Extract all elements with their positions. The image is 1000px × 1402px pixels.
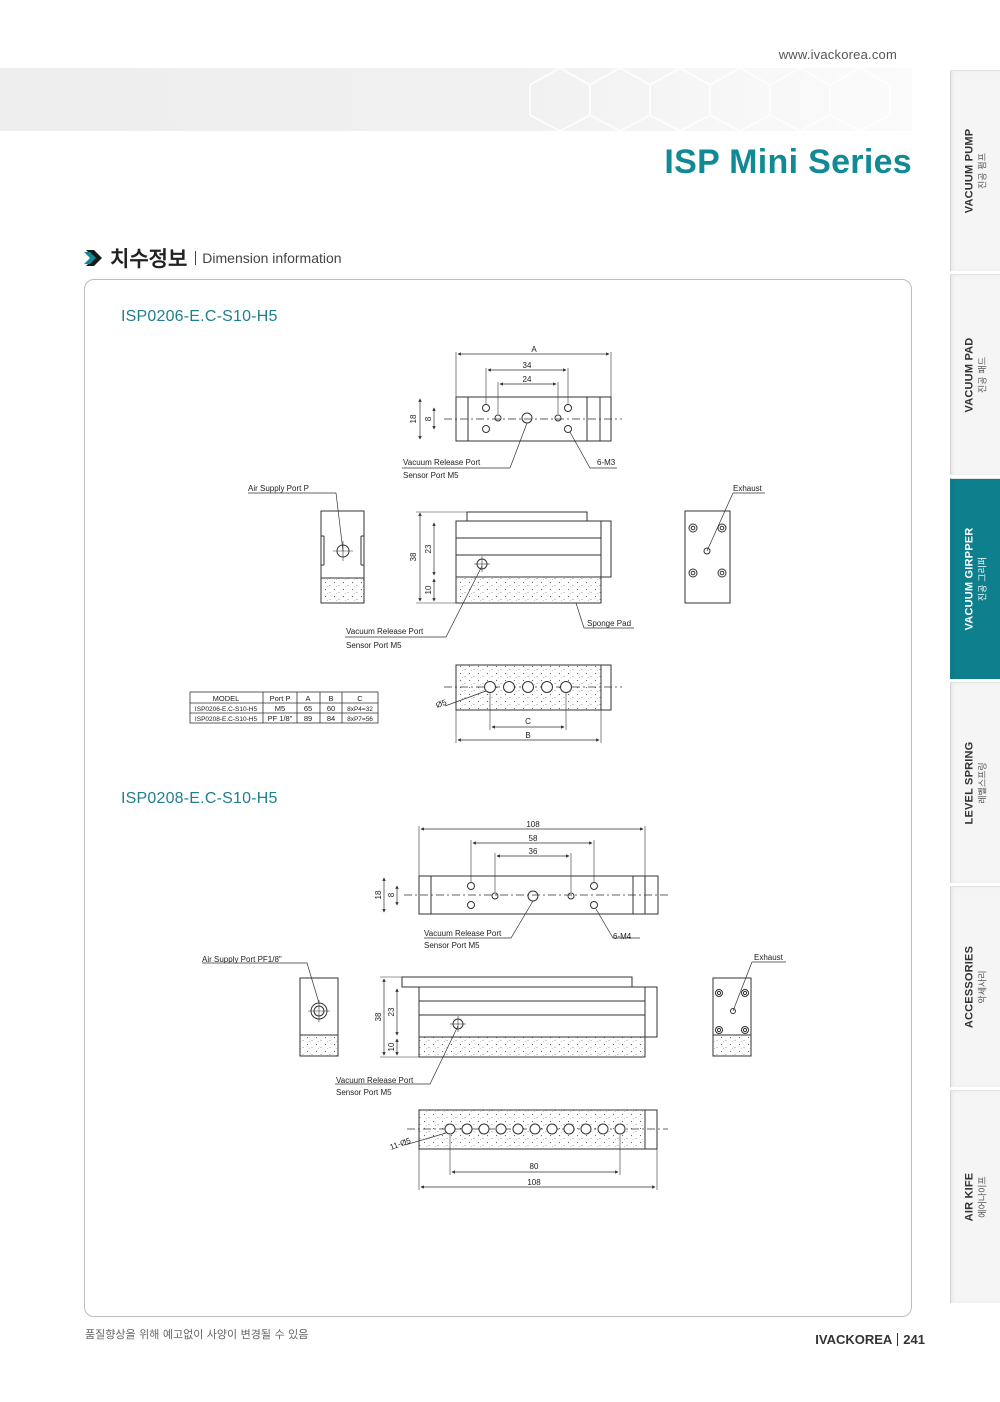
website-url[interactable]: www.ivackorea.com — [778, 47, 897, 62]
m2-dim-108: 108 — [526, 820, 540, 829]
m2-right-view — [712, 961, 786, 1057]
section-heading: 치수정보 Dimension information — [84, 243, 342, 273]
tab-label-ko: 진공 펌프 — [978, 153, 989, 189]
section-title-ko: 치수정보 — [110, 247, 188, 271]
footer-note: 품질향상을 위해 예고없이 사양이 변경될 수 있음 — [85, 1328, 309, 1341]
table-cell: 8xP4=32 — [347, 706, 373, 713]
m1-dim-23: 23 — [424, 544, 433, 553]
m1-dim-b: B — [525, 731, 530, 740]
m1-dim-24: 24 — [523, 375, 532, 384]
m2-sensor-port-label: Sensor Port M5 — [424, 941, 480, 950]
tab-label-en: ACCESSORIES — [963, 945, 976, 1029]
m2-dim-108-b: 108 — [527, 1178, 541, 1187]
series-title: ISP Mini Series — [664, 143, 912, 181]
m2-dim-18: 18 — [374, 890, 383, 899]
header-banner — [0, 68, 912, 131]
footer-divider — [897, 1333, 899, 1346]
m2-dim-38: 38 — [374, 1012, 383, 1021]
table-cell: 65 — [304, 704, 312, 713]
table-header-a: A — [305, 694, 310, 703]
m1-dim-8: 8 — [424, 416, 433, 421]
m1-sensor-port-label-2: Sensor Port M5 — [346, 641, 402, 650]
m1-exhaust-label: Exhaust — [733, 484, 763, 493]
m2-top-view — [382, 826, 670, 939]
m2-dim-10: 10 — [387, 1042, 396, 1051]
m2-dim-23: 23 — [387, 1007, 396, 1016]
m1-dim-10: 10 — [424, 585, 433, 594]
m2-sensor-port-label-2: Sensor Port M5 — [336, 1088, 392, 1097]
m1-left-view — [248, 492, 365, 604]
tab-label-en: VACUUM PAD — [963, 337, 976, 413]
tab-label-en: VACUUM PUMP — [963, 128, 976, 214]
tab-label-ko: 악세사리 — [978, 970, 989, 1004]
table-cell: 60 — [327, 704, 335, 713]
m1-vacuum-release-label-2: Vacuum Release Port — [346, 627, 424, 636]
m1-air-supply-label: Air Supply Port P — [248, 484, 309, 493]
m1-hole-label: Ø5 — [435, 698, 449, 710]
section-title-en: Dimension information — [202, 250, 342, 266]
m2-bottom-view — [404, 1109, 668, 1190]
m2-vacuum-release-label-2: Vacuum Release Port — [336, 1076, 414, 1085]
table-cell: 84 — [327, 714, 335, 723]
m1-dim-38: 38 — [409, 552, 418, 561]
footer-brand: IVACKOREA 241 — [815, 1332, 925, 1347]
m2-dim-80: 80 — [530, 1162, 539, 1171]
page-number: 241 — [903, 1332, 925, 1347]
m2-exhaust-label: Exhaust — [754, 953, 784, 962]
table-cell: PF 1/8" — [268, 714, 293, 723]
footer-brand-name: IVACKOREA — [815, 1332, 893, 1347]
section-divider — [195, 251, 197, 265]
chevron-right-icon — [84, 250, 102, 266]
table-cell: 89 — [304, 714, 312, 723]
m2-front-view — [335, 976, 658, 1085]
m1-dim-18: 18 — [409, 414, 418, 423]
technical-drawings: A 34 24 18 8 Vacuum Release Port Sensor … — [189, 345, 786, 1190]
table-cell: ISP0208-E.C-S10-H5 — [195, 716, 258, 723]
tab-label-ko: 에어나이프 — [978, 1176, 989, 1218]
table-cell: M5 — [275, 704, 285, 713]
m2-dim-36: 36 — [529, 847, 538, 856]
m2-hole-label: 11-Ø5 — [389, 1136, 413, 1152]
hexagon-pattern — [529, 68, 891, 131]
m1-right-view — [684, 492, 765, 604]
model-title-2: ISP0208-E.C-S10-H5 — [121, 790, 278, 807]
m1-dim-34: 34 — [523, 361, 532, 370]
m1-dim-c: C — [525, 717, 531, 726]
table-header-b: B — [328, 694, 333, 703]
tab-label-en: LEVEL SPRING — [963, 741, 976, 825]
m1-front-view — [345, 511, 634, 638]
m2-left-view — [202, 962, 339, 1057]
tab-label-en: AIR KIFE — [963, 1172, 976, 1222]
table-header-c: C — [357, 694, 363, 703]
table-cell: 8xP7=56 — [347, 716, 373, 723]
m2-air-supply-label: Air Supply Port PF1/8" — [202, 955, 282, 964]
m1-sensor-port-label: Sensor Port M5 — [403, 471, 459, 480]
m1-thread-label: 6-M3 — [597, 458, 616, 467]
m1-dim-a: A — [531, 345, 537, 354]
m1-top-view — [402, 352, 622, 469]
tab-label-en: VACUUM GIRPPER — [963, 527, 976, 631]
tab-label-ko: 레벨스프링 — [978, 762, 989, 804]
m1-sponge-pad-label: Sponge Pad — [587, 619, 631, 628]
m1-vacuum-release-label: Vacuum Release Port — [403, 458, 481, 467]
tab-label-ko: 진공 패드 — [978, 357, 989, 393]
table-header-port: Port P — [270, 694, 291, 703]
spec-table — [189, 691, 379, 724]
tab-label-ko: 진공 그리퍼 — [978, 556, 989, 602]
m2-dim-58: 58 — [529, 834, 538, 843]
m1-bottom-view — [444, 664, 622, 743]
m2-vacuum-release-label: Vacuum Release Port — [424, 929, 502, 938]
table-cell: ISP0206-E.C-S10-H5 — [195, 706, 258, 713]
m2-dim-8: 8 — [387, 892, 396, 897]
model-title-1: ISP0206-E.C-S10-H5 — [121, 308, 278, 325]
m2-thread-label: 6-M4 — [613, 932, 632, 941]
table-header-model: MODEL — [213, 694, 240, 703]
